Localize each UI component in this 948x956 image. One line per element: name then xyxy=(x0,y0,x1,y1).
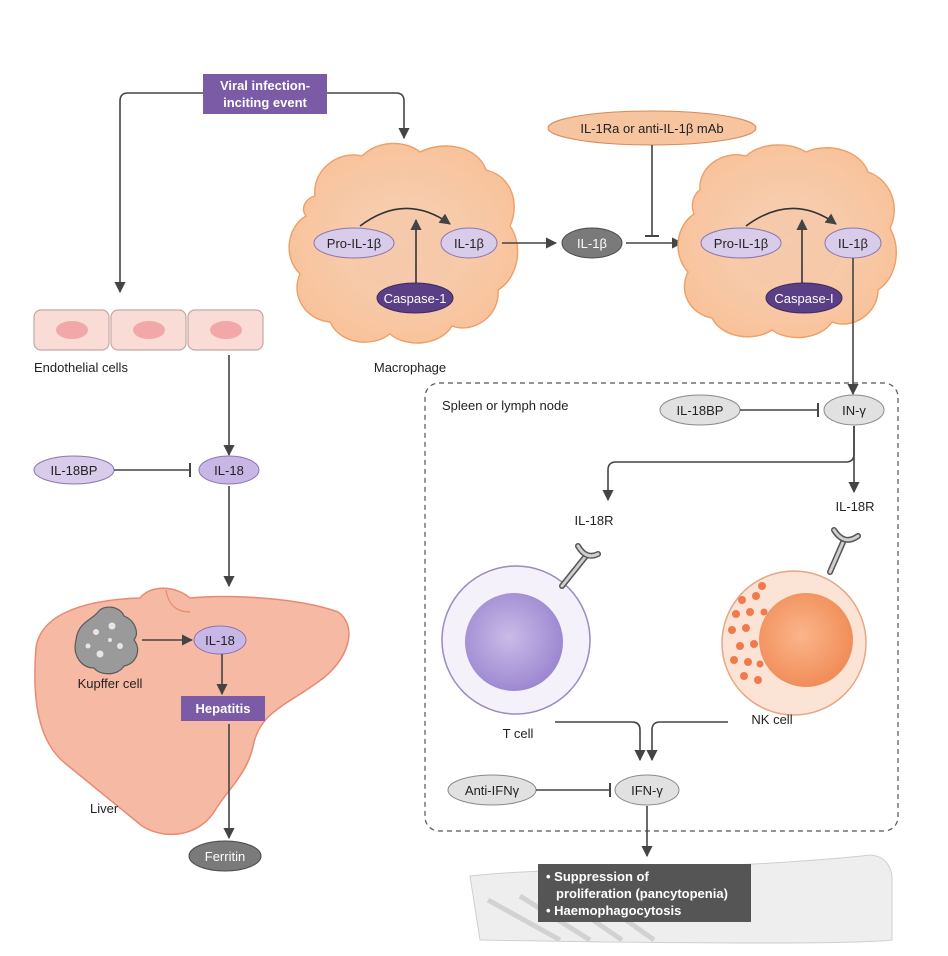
ifn-bottom-label: IFN-γ xyxy=(631,783,663,798)
hepatitis-box: Hepatitis xyxy=(181,696,265,721)
il1b-free-label: IL-1β xyxy=(577,236,607,251)
macrophage-1 xyxy=(288,142,519,344)
arrow-tcell-to-ifn xyxy=(555,721,646,762)
pro-il1b-label-2: Pro-IL-1β xyxy=(714,236,768,251)
il18-liver-node xyxy=(193,625,247,655)
arrow-nkcell-to-ifn xyxy=(646,721,728,762)
ifn-bottom-node xyxy=(614,774,680,806)
il18bp-right-label: IL-18BP xyxy=(677,403,724,418)
outcome-line3: • Haemophagocytosis xyxy=(546,903,681,918)
ferritin-node xyxy=(188,840,262,872)
hepatitis-label: Hepatitis xyxy=(196,701,251,716)
il18-receptor-tcell xyxy=(559,543,601,589)
nk-cell-granules xyxy=(728,582,768,684)
il1b-label-2: IL-1β xyxy=(838,236,868,251)
il18-left-node xyxy=(198,455,260,485)
t-cell-label: T cell xyxy=(503,726,534,741)
endothelial-cells-label: Endothelial cells xyxy=(34,360,128,375)
arrow-event-to-endothelium xyxy=(114,92,203,294)
il1b-node-1 xyxy=(440,227,498,259)
outcome-line2: proliferation (pancytopenia) xyxy=(556,886,728,901)
inciting-event-box: Viral infection- inciting event xyxy=(203,74,327,114)
il18r-right-label: IL-18R xyxy=(835,499,874,514)
il1b-free-node xyxy=(561,227,623,259)
endothelial-cells xyxy=(33,309,264,351)
kupffer-cell-label: Kupffer cell xyxy=(78,676,143,691)
arrow-ifn-to-tcell xyxy=(602,426,855,502)
anti-ifn-label: Anti-IFNγ xyxy=(465,783,520,798)
arrow-pro-il1b-to-il1b-1 xyxy=(359,207,451,227)
il18r-left-label: IL-18R xyxy=(574,513,613,528)
pro-il1b-node-1 xyxy=(313,227,395,259)
inciting-event-line2: inciting event xyxy=(223,95,307,110)
ferritin-label: Ferritin xyxy=(205,849,245,864)
macrophage-2 xyxy=(677,144,897,339)
caspase-label-2: Caspase-I xyxy=(774,291,833,306)
il18-liver-label: IL-18 xyxy=(205,633,235,648)
liver-label: Liver xyxy=(90,801,119,816)
spleen-title: Spleen or lymph node xyxy=(442,398,568,413)
arrow-pro-il1b-to-il1b-2 xyxy=(745,207,837,227)
il1ra-label: IL-1Ra or anti-IL-1β mAb xyxy=(580,121,723,136)
ifn-top-node xyxy=(823,394,885,426)
outcome-line1: • Suppression of xyxy=(546,869,649,884)
il1b-label-1: IL-1β xyxy=(454,236,484,251)
caspase-node-2 xyxy=(765,282,843,314)
t-cell xyxy=(441,565,591,715)
arrow-event-to-macrophage xyxy=(327,92,410,140)
macrophage-label: Macrophage xyxy=(374,360,446,375)
nk-cell-label: NK cell xyxy=(751,712,792,727)
il18-receptor-nkcell xyxy=(827,527,861,575)
caspase-node-1 xyxy=(376,282,454,314)
kupffer-cell xyxy=(74,606,139,675)
pro-il1b-node-2 xyxy=(700,227,782,259)
il18bp-left-label: IL-18BP xyxy=(51,463,98,478)
spleen-box xyxy=(424,382,899,832)
ifn-top-label: IN-γ xyxy=(842,403,866,418)
il18-left-label: IL-18 xyxy=(214,463,244,478)
nk-cell xyxy=(721,570,867,716)
outcome-box: • Suppression of proliferation (pancytop… xyxy=(538,864,751,922)
caspase-label-1: Caspase-1 xyxy=(384,291,447,306)
inciting-event-line1: Viral infection- xyxy=(220,78,310,93)
pro-il1b-label-1: Pro-IL-1β xyxy=(327,236,381,251)
